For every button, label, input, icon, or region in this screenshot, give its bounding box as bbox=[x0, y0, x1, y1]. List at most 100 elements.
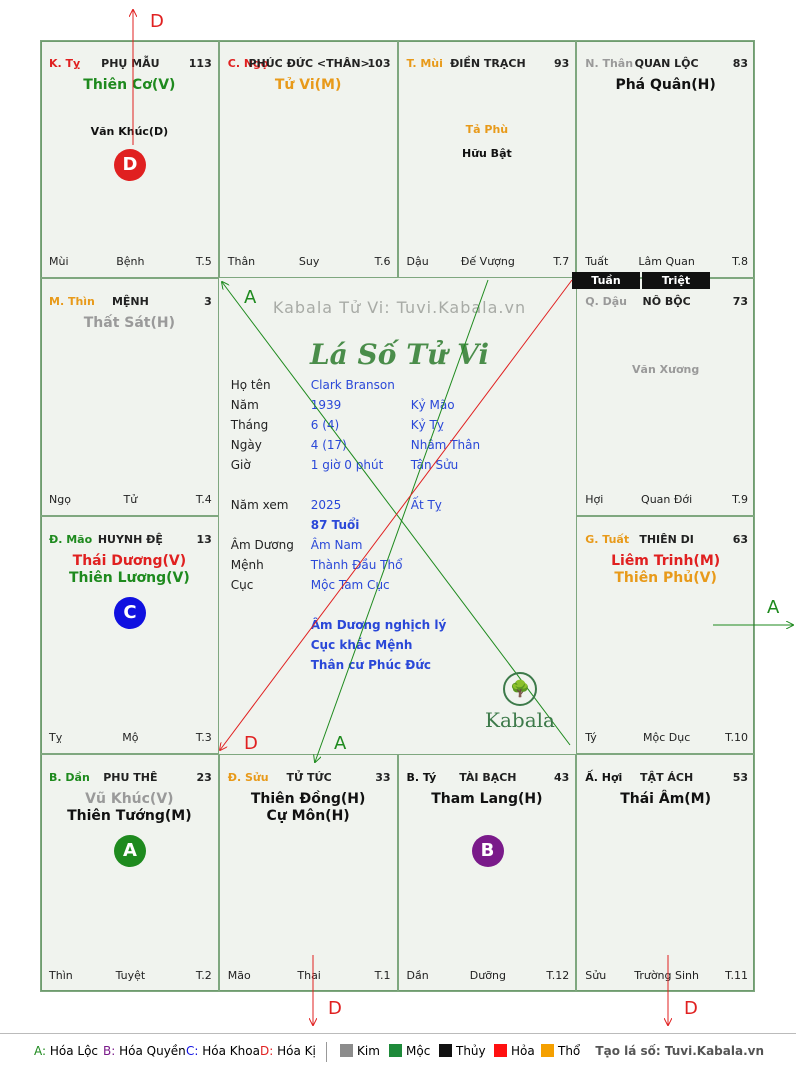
palace-period: T.10 bbox=[725, 731, 748, 744]
arrow-label-top: D bbox=[150, 11, 164, 32]
palace-period: T.1 bbox=[374, 969, 391, 982]
arrow-label-bottom-right: D bbox=[684, 998, 698, 1019]
palace-branch: Ngọ bbox=[49, 493, 71, 506]
major-star: Liêm Trinh(M) bbox=[611, 553, 721, 569]
info-label: Mệnh bbox=[230, 558, 264, 572]
info-label: Âm Dương bbox=[230, 538, 294, 552]
legend-element-value: Kim bbox=[357, 1044, 380, 1058]
legend-hoa-item: C: Hóa Khoa bbox=[186, 1044, 260, 1058]
palace-number: 73 bbox=[732, 295, 748, 308]
palace-number: 3 bbox=[204, 295, 212, 308]
legend-hoa-item: B: Hóa Quyền bbox=[103, 1044, 186, 1058]
age-label: 87 Tuổi bbox=[310, 518, 360, 532]
hoa-badge: D bbox=[114, 149, 146, 181]
palace-phase: Mộc Dục bbox=[642, 731, 691, 744]
palace-period: T.6 bbox=[374, 255, 391, 268]
palace-can: G. Tuất bbox=[585, 533, 630, 546]
palace-phase: Thai bbox=[297, 969, 321, 982]
palace-name: TỬ TỨC bbox=[286, 771, 332, 784]
palace-can: T. Mùi bbox=[406, 57, 443, 70]
arrow-label-bottom-left: D bbox=[328, 998, 342, 1019]
chart-note: Thân cư Phúc Đức bbox=[310, 658, 432, 672]
major-star: Thiên Phủ(V) bbox=[614, 570, 717, 586]
palace-branch: Hợi bbox=[585, 493, 604, 506]
palace-branch: Mùi bbox=[49, 255, 69, 268]
palace-phase: Mộ bbox=[122, 731, 139, 744]
palace-number: 43 bbox=[553, 771, 570, 784]
arrow-label-diag-a2: A bbox=[334, 733, 347, 754]
palace-branch: Dần bbox=[406, 969, 429, 982]
tree-icon: 🌳 bbox=[503, 672, 537, 706]
palace-name: PHU THÊ bbox=[103, 771, 158, 784]
palace-name: MỆNH bbox=[111, 295, 149, 308]
info-label: Giờ bbox=[230, 458, 251, 472]
palace-branch: Tý bbox=[585, 731, 597, 744]
palace-can: K. Tỵ bbox=[49, 57, 81, 70]
major-star: Cự Môn(H) bbox=[266, 808, 350, 824]
legend-element-value: Hỏa bbox=[511, 1044, 535, 1058]
legend-hoa-value: Hóa Kị bbox=[277, 1044, 316, 1058]
palace-name: PHÚC ĐỨC <THÂN> bbox=[248, 57, 370, 70]
chart-title: Lá Số Tử Vi bbox=[309, 338, 490, 371]
legend-source: Tạo lá số: Tuvi.Kabala.vn bbox=[595, 1044, 764, 1058]
info-value: 1939 bbox=[310, 398, 342, 412]
major-star: Thiên Cơ(V) bbox=[83, 77, 176, 93]
legend-hoa-value: Hóa Quyền bbox=[119, 1044, 186, 1058]
major-star: Phá Quân(H) bbox=[615, 77, 716, 93]
info-label: Năm xem bbox=[230, 498, 289, 512]
info-value: Âm Nam bbox=[310, 538, 363, 552]
palace-number: 23 bbox=[196, 771, 212, 784]
palace-phase: Trường Sinh bbox=[634, 969, 699, 982]
kabala-logo: 🌳Kabala bbox=[480, 672, 560, 742]
legend-element-item: Thủy bbox=[439, 1044, 486, 1058]
major-star: Tử Vi(M) bbox=[274, 77, 342, 93]
palace-period: T.7 bbox=[553, 255, 570, 268]
palace-can: C. Ngọ bbox=[227, 57, 269, 70]
arrow-label-diag-a1: A bbox=[244, 287, 257, 308]
info-value: 6 (4) bbox=[310, 418, 340, 432]
palace-name: THIÊN DI bbox=[639, 533, 694, 546]
palace-phase: Bệnh bbox=[116, 255, 145, 268]
info-value: Mộc Tam Cục bbox=[310, 578, 390, 592]
palace-name: QUAN LỘC bbox=[634, 57, 699, 70]
palace-name: NÔ BỘC bbox=[642, 295, 691, 308]
palace-phase: Suy bbox=[298, 255, 320, 268]
major-star: Thái Dương(V) bbox=[72, 553, 187, 569]
info-can-chi: Tân Sửu bbox=[410, 458, 459, 472]
palace-can: B. Tý bbox=[406, 771, 437, 784]
legend-hoa-item: A: Hóa Lộc bbox=[34, 1044, 98, 1058]
minor-star: Văn Xương bbox=[632, 363, 700, 376]
legend-hoa-item: D: Hóa Kị bbox=[260, 1044, 316, 1058]
arrow-label-right: A bbox=[767, 597, 780, 618]
palace-phase: Tử bbox=[123, 493, 138, 506]
palace-period: T.8 bbox=[732, 255, 748, 268]
palace-can: N. Thân bbox=[585, 57, 634, 70]
palace-can: M. Thìn bbox=[49, 295, 95, 308]
element-color-swatch bbox=[541, 1044, 554, 1057]
major-star: Thiên Lương(V) bbox=[68, 570, 190, 586]
palace-name: ĐIỀN TRẠCH bbox=[450, 57, 526, 70]
arrow-label-diag-d: D bbox=[244, 733, 258, 754]
major-star: Thất Sát(H) bbox=[83, 315, 176, 331]
hoa-badge: C bbox=[114, 597, 146, 629]
minor-star: Hữu Bật bbox=[461, 147, 512, 160]
legend-element-value: Thổ bbox=[558, 1044, 581, 1058]
palace-phase: Đế Vượng bbox=[460, 255, 515, 268]
triet-label: Triệt bbox=[642, 272, 710, 289]
palace-can: Q. Dậu bbox=[585, 295, 627, 308]
palace-number: 93 bbox=[553, 57, 570, 70]
palace-name: HUYNH ĐỆ bbox=[97, 533, 163, 546]
palace-branch: Dậu bbox=[406, 255, 429, 268]
palace-name: PHỤ MẪU bbox=[101, 57, 160, 70]
info-can-chi: Kỷ Mão bbox=[410, 398, 455, 412]
info-can-chi: Kỷ Tỵ bbox=[410, 418, 444, 432]
chart-note: Cục khắc Mệnh bbox=[310, 638, 413, 652]
palace-can: Đ. Sửu bbox=[227, 771, 269, 784]
